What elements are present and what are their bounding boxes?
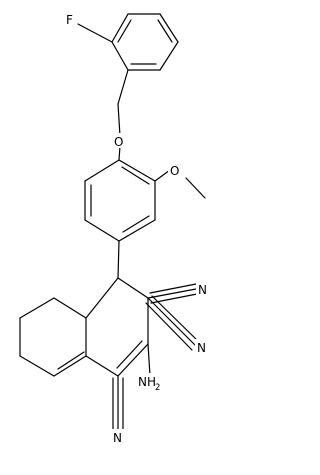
fluorophenyl-ring bbox=[111, 13, 179, 71]
aryl-ch-bond bbox=[117, 240, 120, 279]
nitrile-3-nitrogen-label: N bbox=[113, 431, 122, 445]
nitrile-1-bond bbox=[147, 288, 197, 299]
molecule-structure: F O O N N NH 2 N bbox=[19, 13, 207, 445]
dihydro-ring bbox=[85, 277, 149, 377]
ether-oxygen-label: O bbox=[114, 135, 123, 149]
ch2-o-bond bbox=[117, 103, 121, 137]
nitrile-2-nitrogen-label: N bbox=[197, 341, 206, 355]
methoxy-oxygen-label: O bbox=[170, 164, 179, 178]
amine-label: NH bbox=[138, 375, 156, 389]
nitrile-1-nitrogen-label: N bbox=[198, 283, 207, 297]
amine-subscript-label: 2 bbox=[155, 383, 160, 393]
methoxyphenyl-ring bbox=[84, 159, 156, 242]
amine-bond bbox=[147, 343, 151, 377]
fluorine-label: F bbox=[66, 13, 73, 27]
c-f-bond bbox=[77, 23, 113, 43]
nitrile-2-bond bbox=[147, 297, 197, 347]
aryl-o-methoxy-bond bbox=[154, 169, 171, 182]
o-aryl-bond bbox=[118, 145, 121, 161]
benzyl-ch2-bond bbox=[117, 69, 129, 105]
methoxy-methyl-bond bbox=[185, 177, 206, 199]
cyclohexene-ring bbox=[19, 297, 87, 377]
